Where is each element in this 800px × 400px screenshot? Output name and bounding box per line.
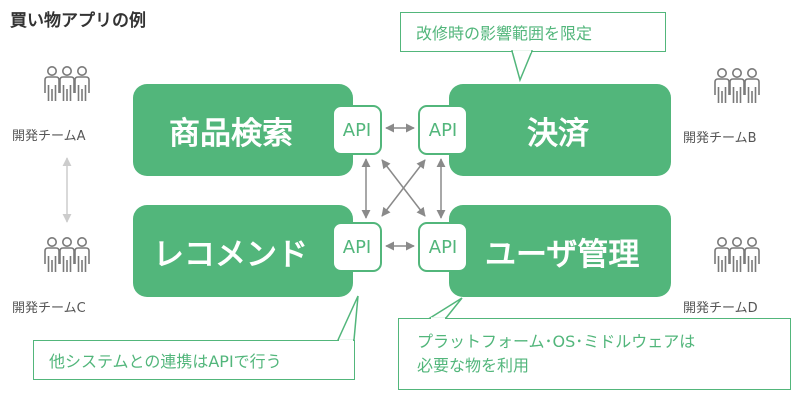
team-label-d: 開発チームD: [683, 301, 758, 316]
service-recommend-label: レコメンド: [153, 236, 308, 273]
callout-bottom-left: 他システムとの連携はAPIで行う: [33, 340, 355, 380]
team-label-b: 開発チームB: [683, 131, 757, 146]
callout-bottom-left-text: 他システムとの連携はAPIで行う: [49, 352, 282, 371]
service-search: 商品検索: [133, 84, 353, 176]
service-usermgmt: ユーザ管理: [449, 205, 671, 297]
team-c-people-icon: [45, 238, 89, 272]
service-payment: 決済: [449, 84, 671, 176]
team-label-a: 開発チームA: [12, 129, 86, 144]
service-recommend: レコメンド: [133, 205, 353, 297]
page-title: 買い物アプリの例: [10, 11, 146, 31]
team-b-people-icon: [715, 69, 759, 103]
service-search-label: 商品検索: [169, 115, 293, 152]
team-d-people-icon: [715, 238, 759, 272]
api-badge-payment: API: [418, 105, 468, 155]
callout-bottom-right-pointer: [427, 297, 463, 319]
service-usermgmt-label: ユーザ管理: [485, 236, 640, 273]
callout-top-text: 改修時の影響範囲を限定: [416, 24, 593, 43]
callout-bottom-right: プラットフォーム･OS･ミドルウェアは 必要な物を利用: [398, 318, 791, 390]
api-badge-search: API: [332, 105, 382, 155]
callout-bottom-right-line2: 必要な物を利用: [417, 356, 530, 375]
callout-top: 改修時の影響範囲を限定: [400, 12, 666, 52]
team-label-c: 開発チームC: [12, 301, 86, 316]
callout-bottom-right-line1: プラットフォーム･OS･ミドルウェアは: [417, 332, 696, 351]
service-payment-label: 決済: [527, 115, 589, 152]
api-badge-recommend: API: [332, 222, 382, 272]
api-badge-usermgmt: API: [418, 222, 468, 272]
callout-top-pointer: [511, 50, 534, 83]
team-a-people-icon: [45, 67, 89, 101]
callout-bottom-left-pointer: [336, 295, 359, 341]
arrow-payment-recommend: [381, 159, 426, 217]
